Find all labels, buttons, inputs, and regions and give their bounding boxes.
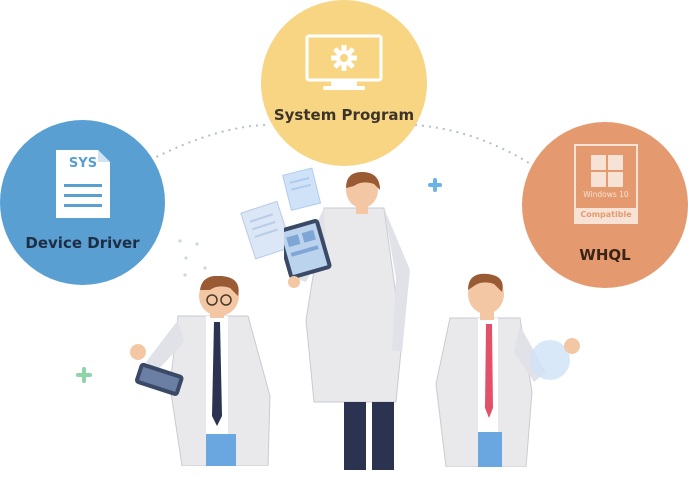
- windows-10-text: Windows 10: [583, 190, 629, 199]
- sys-file-icon: SYS: [54, 148, 112, 220]
- scientist-right-figure: [435, 273, 580, 467]
- system-program-label: System Program: [273, 106, 415, 124]
- device-driver-node: SYS Device Driver: [0, 120, 165, 285]
- compatible-text: Compatible: [576, 208, 636, 222]
- whql-node: Windows 10 Compatible WHQL: [522, 122, 688, 288]
- scientist-center-figure: [284, 172, 410, 470]
- sys-badge: SYS: [68, 156, 98, 171]
- windows-logo-icon: [591, 155, 623, 187]
- sparkle-icon: [76, 367, 92, 383]
- sparkle-icon: [428, 178, 442, 192]
- windows-compatible-badge: Windows 10 Compatible: [574, 144, 638, 224]
- floating-document-icon: [240, 167, 322, 260]
- whql-label: WHQL: [579, 246, 631, 264]
- scientist-left-figure: [130, 276, 271, 466]
- device-driver-label: Device Driver: [25, 234, 140, 252]
- monitor-gear-icon: [305, 34, 383, 90]
- system-program-node: System Program: [261, 0, 427, 166]
